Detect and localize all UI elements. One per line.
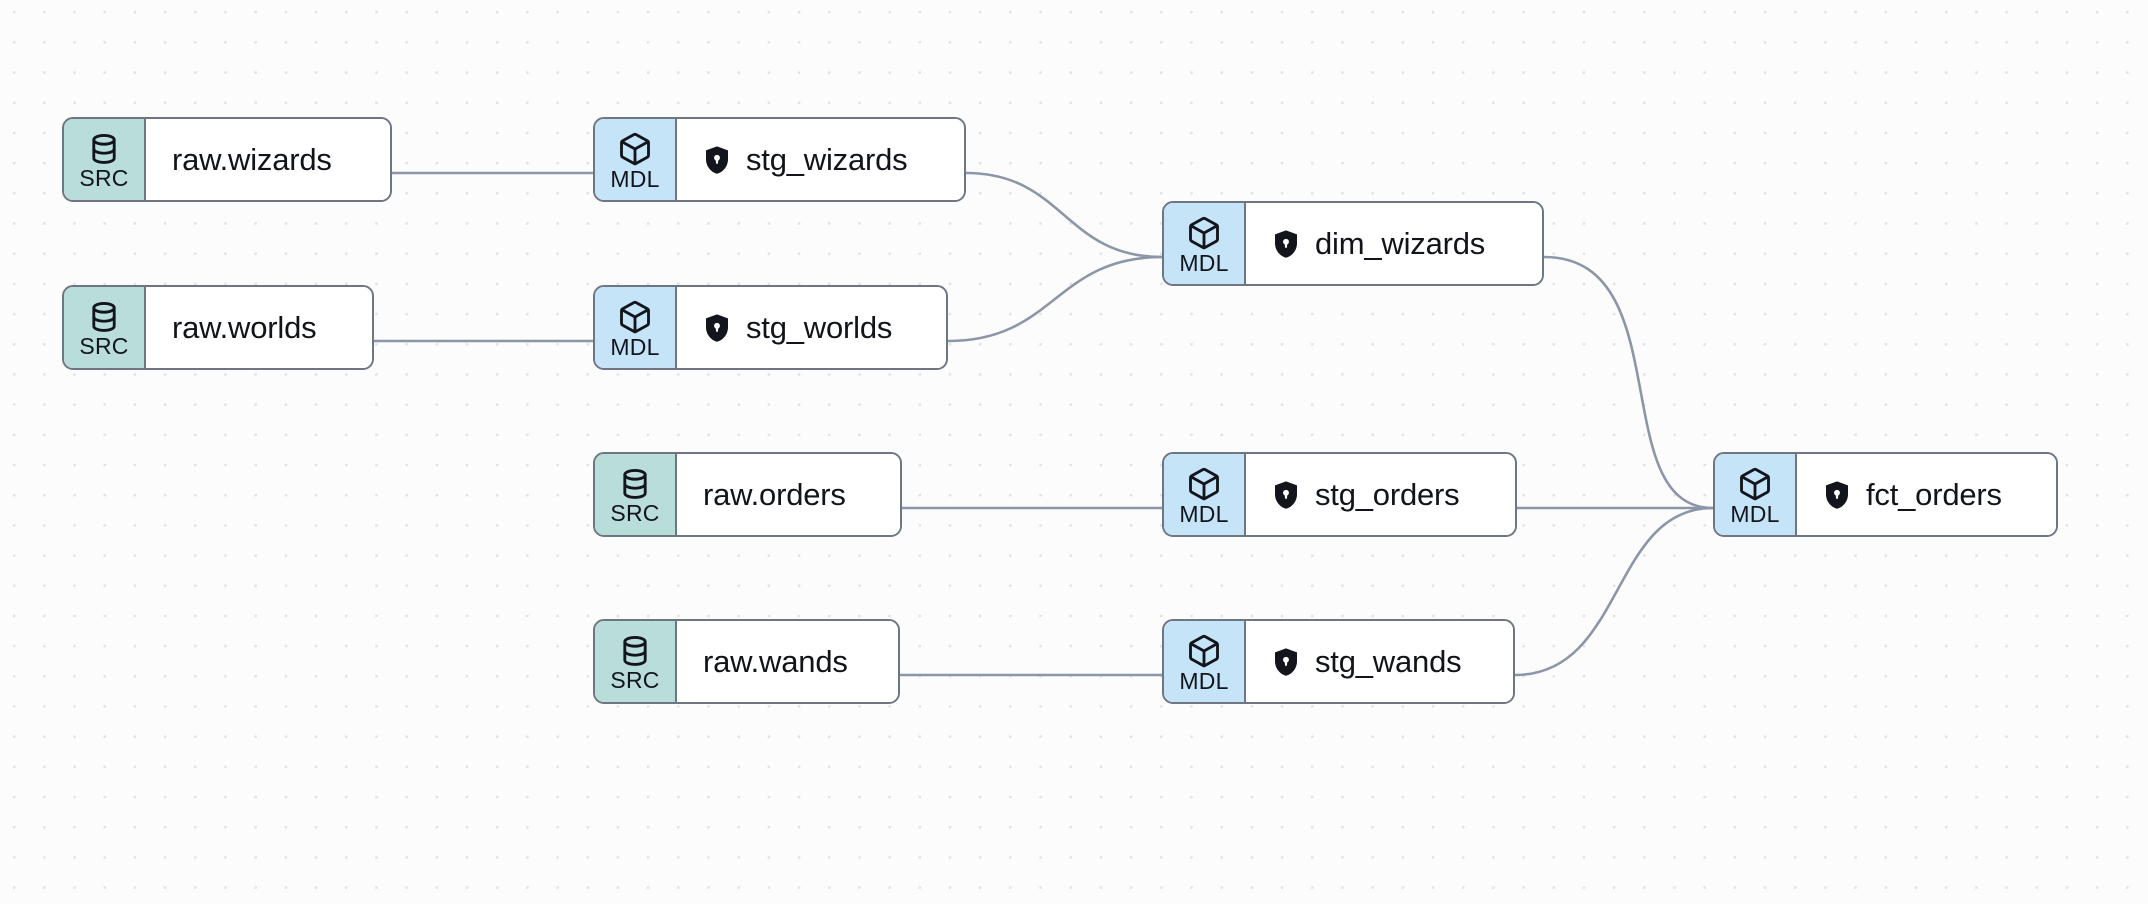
node-type-label: MDL bbox=[1730, 501, 1780, 527]
node-label: stg_wizards bbox=[746, 141, 908, 177]
node-label: dim_wizards bbox=[1315, 225, 1486, 261]
node-body: raw.wizards bbox=[146, 119, 390, 200]
database-icon bbox=[87, 300, 121, 334]
lineage-node-fct-orders[interactable]: MDL fct_orders bbox=[1713, 452, 2058, 537]
node-label: stg_orders bbox=[1315, 476, 1460, 512]
node-body: raw.worlds bbox=[146, 287, 372, 368]
shield-lock-icon bbox=[703, 145, 731, 175]
lineage-edge bbox=[1513, 506, 1715, 677]
cube-icon bbox=[1186, 466, 1222, 502]
node-type-label: SRC bbox=[79, 165, 129, 191]
node-type-badge-mdl: MDL bbox=[595, 287, 677, 368]
node-type-badge-src: SRC bbox=[595, 621, 677, 702]
node-label: raw.wands bbox=[703, 643, 848, 679]
node-label: raw.worlds bbox=[172, 309, 317, 345]
node-label: fct_orders bbox=[1866, 476, 2002, 512]
node-type-badge-src: SRC bbox=[64, 287, 146, 368]
lineage-edge bbox=[946, 255, 1164, 343]
lineage-node-raw-worlds[interactable]: SRC raw.worlds bbox=[62, 285, 374, 370]
cube-icon bbox=[1186, 633, 1222, 669]
node-label: stg_wands bbox=[1315, 643, 1462, 679]
node-type-badge-mdl: MDL bbox=[1164, 454, 1246, 535]
node-type-label: MDL bbox=[610, 166, 660, 192]
node-body: stg_wizards bbox=[677, 119, 964, 200]
node-type-label: SRC bbox=[610, 500, 660, 526]
node-type-badge-mdl: MDL bbox=[1164, 203, 1246, 284]
node-type-label: MDL bbox=[610, 334, 660, 360]
lineage-node-stg-orders[interactable]: MDL stg_orders bbox=[1162, 452, 1517, 537]
node-label: stg_worlds bbox=[746, 309, 893, 345]
shield-lock-icon bbox=[1272, 647, 1300, 677]
database-icon bbox=[87, 132, 121, 166]
node-label: raw.orders bbox=[703, 476, 846, 512]
node-type-label: SRC bbox=[79, 333, 129, 359]
node-type-badge-src: SRC bbox=[595, 454, 677, 535]
node-body: dim_wizards bbox=[1246, 203, 1542, 284]
node-type-label: MDL bbox=[1179, 501, 1229, 527]
node-type-badge-mdl: MDL bbox=[1715, 454, 1797, 535]
shield-lock-icon bbox=[1823, 480, 1851, 510]
shield-lock-icon bbox=[1272, 480, 1300, 510]
shield-lock-icon bbox=[1272, 229, 1300, 259]
lineage-edge bbox=[1542, 255, 1715, 510]
node-type-label: MDL bbox=[1179, 250, 1229, 276]
node-body: raw.wands bbox=[677, 621, 898, 702]
lineage-node-raw-wizards[interactable]: SRC raw.wizards bbox=[62, 117, 392, 202]
lineage-node-stg-wizards[interactable]: MDL stg_wizards bbox=[593, 117, 966, 202]
node-body: stg_worlds bbox=[677, 287, 946, 368]
node-body: fct_orders bbox=[1797, 454, 2056, 535]
lineage-node-dim-wizards[interactable]: MDL dim_wizards bbox=[1162, 201, 1544, 286]
node-type-label: MDL bbox=[1179, 668, 1229, 694]
node-body: stg_orders bbox=[1246, 454, 1515, 535]
lineage-node-raw-wands[interactable]: SRC raw.wands bbox=[593, 619, 900, 704]
cube-icon bbox=[617, 299, 653, 335]
lineage-node-raw-orders[interactable]: SRC raw.orders bbox=[593, 452, 902, 537]
node-body: stg_wands bbox=[1246, 621, 1513, 702]
database-icon bbox=[618, 467, 652, 501]
node-type-badge-mdl: MDL bbox=[595, 119, 677, 200]
lineage-node-stg-worlds[interactable]: MDL stg_worlds bbox=[593, 285, 948, 370]
node-type-badge-src: SRC bbox=[64, 119, 146, 200]
cube-icon bbox=[1737, 466, 1773, 502]
node-type-badge-mdl: MDL bbox=[1164, 621, 1246, 702]
cube-icon bbox=[617, 131, 653, 167]
lineage-node-stg-wands[interactable]: MDL stg_wands bbox=[1162, 619, 1515, 704]
database-icon bbox=[618, 634, 652, 668]
node-type-label: SRC bbox=[610, 667, 660, 693]
node-body: raw.orders bbox=[677, 454, 900, 535]
shield-lock-icon bbox=[703, 313, 731, 343]
lineage-edge bbox=[964, 171, 1164, 259]
node-label: raw.wizards bbox=[172, 141, 332, 177]
cube-icon bbox=[1186, 215, 1222, 251]
